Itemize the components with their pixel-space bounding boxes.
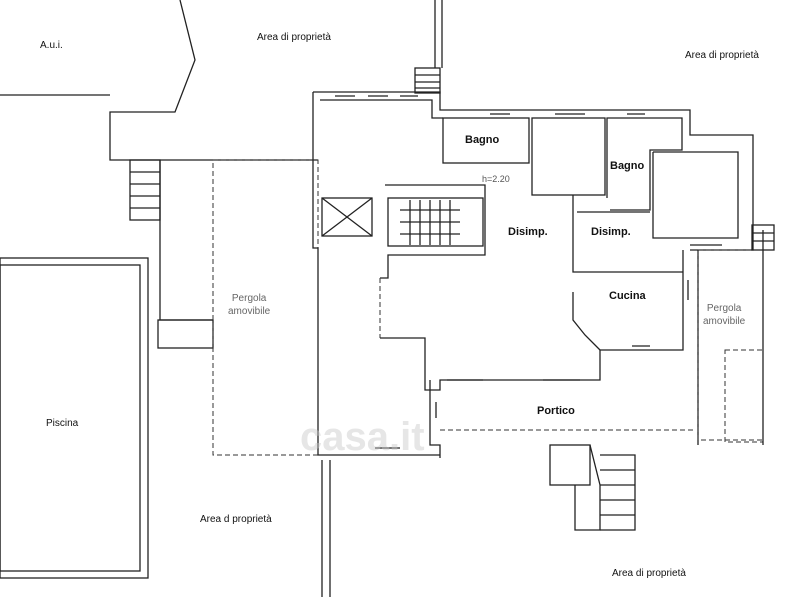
pergola-left-line1: Pergola [231,293,267,304]
stairwell [387,197,484,247]
label-pergola-left: Pergola amovibile [228,292,270,318]
label-bagno-2: Bagno [610,160,645,172]
pergola-left-line2: amovibile [228,306,271,317]
pool-inner [0,264,141,572]
stair-top [414,67,441,94]
stair-steps [400,200,460,245]
building-outer-wall [313,91,754,251]
label-area-top-right: Area di proprietà [685,50,759,61]
label-height: h=2.20 [482,174,510,184]
stair-left [129,159,214,349]
watermark: casa.it [300,415,425,459]
label-aui: A.u.i. [40,40,63,51]
label-area-bottom-left: Area d proprietà [200,514,272,525]
windows [335,95,722,449]
label-piscina: Piscina [46,418,79,429]
bagno-1-room [442,117,530,164]
pergola-right-outer [697,249,764,441]
label-disimp-1: Disimp. [508,226,548,238]
label-bagno-1: Bagno [465,134,500,146]
stair-bottom [549,444,636,531]
pergola-right-inner [724,349,764,443]
label-portico: Portico [537,405,575,417]
label-area-bottom-right: Area di proprietà [612,568,686,579]
label-cucina: Cucina [609,290,646,302]
pool-outer [0,257,149,579]
pergola-right-line2: amovibile [703,316,746,327]
label-disimp-2: Disimp. [591,226,631,238]
label-area-top: Area di proprietà [257,32,331,43]
pergola-right-line1: Pergola [706,303,742,314]
stair-right [751,224,775,251]
elevator [321,197,373,237]
label-pergola-right: Pergola amovibile [703,302,745,328]
room-middle [531,117,606,196]
aui-outline [109,0,318,161]
